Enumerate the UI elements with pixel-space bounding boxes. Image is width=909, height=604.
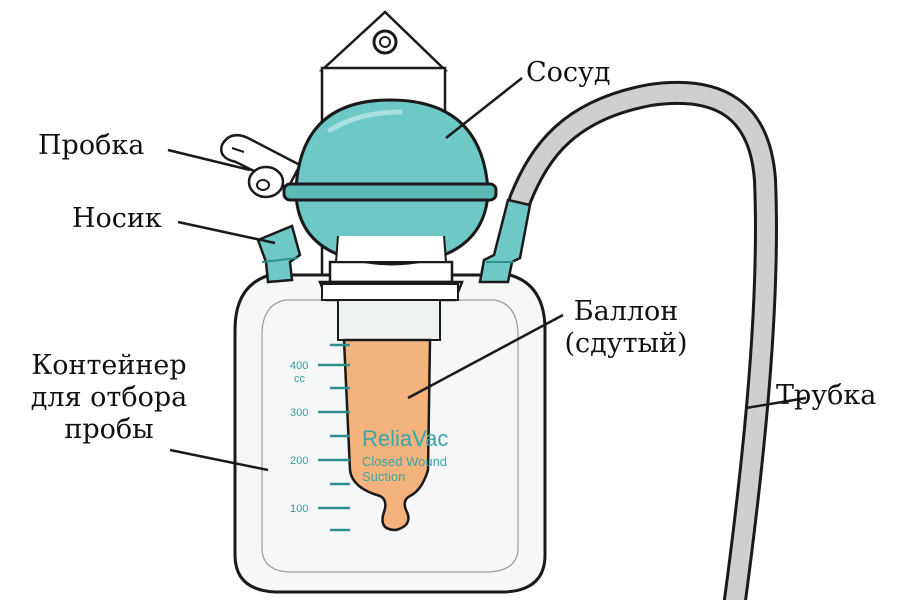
label-container: Контейнер для отбора пробы [4, 350, 214, 446]
label-balloon-line: (сдутый) [556, 328, 696, 360]
brand-subtitle: Closed Wound [362, 454, 447, 469]
label-bulb: Сосуд [526, 57, 611, 89]
label-plug: Пробка [38, 130, 144, 162]
tube-connector [480, 200, 530, 282]
brand-name: ReliaVac [362, 426, 448, 451]
brand-subtitle: Suction [362, 469, 405, 484]
scale-mark: 200 [290, 455, 308, 467]
scale-mark: 300 [290, 407, 308, 419]
label-container-line: для отбора [4, 382, 214, 414]
label-tube: Трубка [776, 380, 876, 412]
scale-unit: cc [294, 373, 306, 385]
leader-spout [178, 222, 275, 243]
label-spout: Носик [72, 203, 162, 235]
scale-mark: 400 [290, 360, 308, 372]
leader-bulb [446, 78, 522, 138]
label-container-line: пробы [4, 414, 214, 446]
inner-collar [322, 284, 458, 340]
label-balloon-line: Баллон [556, 296, 696, 328]
label-balloon: Баллон (сдутый) [556, 296, 696, 360]
label-container-line: Контейнер [4, 350, 214, 382]
scale-mark: 100 [290, 503, 308, 515]
